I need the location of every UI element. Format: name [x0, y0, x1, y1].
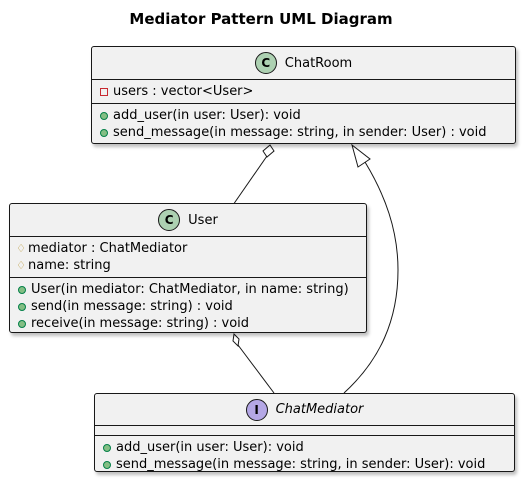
aggregation-diamond-user	[232, 332, 240, 348]
edge-chatroom-user	[232, 155, 268, 206]
diagram-title: Mediator Pattern UML Diagram	[129, 10, 393, 28]
method-text: send_message(in message: string, in send…	[116, 457, 486, 472]
class-header: C User	[10, 204, 366, 237]
class-user[interactable]: C User ♢ mediator : ChatMediator ♢ name:…	[9, 203, 367, 333]
method-text: send_message(in message: string, in send…	[113, 125, 487, 140]
method-text: send(in message: string) : void	[31, 299, 233, 314]
methods-section: User(in mediator: ChatMediator, in name:…	[10, 278, 366, 335]
attribute-text: name: string	[28, 258, 111, 273]
attributes-section	[95, 426, 514, 436]
attribute-row: ♢ mediator : ChatMediator	[16, 240, 366, 257]
public-visibility-icon	[18, 285, 26, 294]
method-row: send_message(in message: string, in send…	[98, 124, 515, 141]
class-badge-icon: C	[254, 52, 277, 74]
public-visibility-icon	[103, 460, 111, 469]
public-visibility-icon	[18, 302, 26, 311]
edge-user-chatmediator	[237, 344, 275, 394]
method-row: send_message(in message: string, in send…	[101, 456, 514, 473]
inheritance-arrowhead	[351, 143, 371, 168]
attribute-row: users : vector<User>	[98, 83, 515, 100]
attribute-row: ♢ name: string	[16, 257, 366, 274]
attributes-section: users : vector<User>	[92, 80, 515, 104]
attributes-section: ♢ mediator : ChatMediator ♢ name: string	[10, 237, 366, 278]
class-chatroom[interactable]: C ChatRoom users : vector<User> add_user…	[91, 46, 516, 144]
public-visibility-icon	[100, 128, 108, 137]
protected-visibility-icon: ♢	[16, 259, 26, 272]
protected-visibility-icon: ♢	[16, 242, 26, 255]
attribute-text: users : vector<User>	[113, 84, 254, 99]
class-header: I ChatMediator	[95, 394, 514, 426]
private-visibility-icon	[100, 87, 108, 96]
method-row: send(in message: string) : void	[16, 298, 366, 315]
method-text: receive(in message: string) : void	[31, 316, 250, 331]
method-text: User(in mediator: ChatMediator, in name:…	[31, 282, 349, 297]
aggregation-diamond-chatroom	[262, 144, 275, 158]
interface-chatmediator[interactable]: I ChatMediator add_user(in user: User): …	[94, 393, 515, 472]
class-name: ChatRoom	[284, 55, 353, 71]
attribute-text: mediator : ChatMediator	[28, 241, 188, 256]
method-text: add_user(in user: User): void	[113, 108, 301, 123]
method-row: add_user(in user: User): void	[98, 107, 515, 124]
public-visibility-icon	[18, 319, 26, 328]
class-name: User	[188, 212, 218, 228]
class-name: ChatMediator	[275, 402, 364, 417]
methods-section: add_user(in user: User): void send_messa…	[92, 104, 515, 144]
public-visibility-icon	[100, 111, 108, 120]
class-header: C ChatRoom	[92, 47, 515, 80]
class-badge-icon: C	[158, 209, 181, 231]
method-row: User(in mediator: ChatMediator, in name:…	[16, 281, 366, 298]
method-text: add_user(in user: User): void	[116, 440, 304, 455]
interface-badge-icon: I	[245, 398, 268, 421]
public-visibility-icon	[103, 443, 111, 452]
edge-chatmediator-chatroom	[343, 161, 399, 394]
method-row: add_user(in user: User): void	[101, 439, 514, 456]
method-row: receive(in message: string) : void	[16, 315, 366, 332]
methods-section: add_user(in user: User): void send_messa…	[95, 436, 514, 476]
